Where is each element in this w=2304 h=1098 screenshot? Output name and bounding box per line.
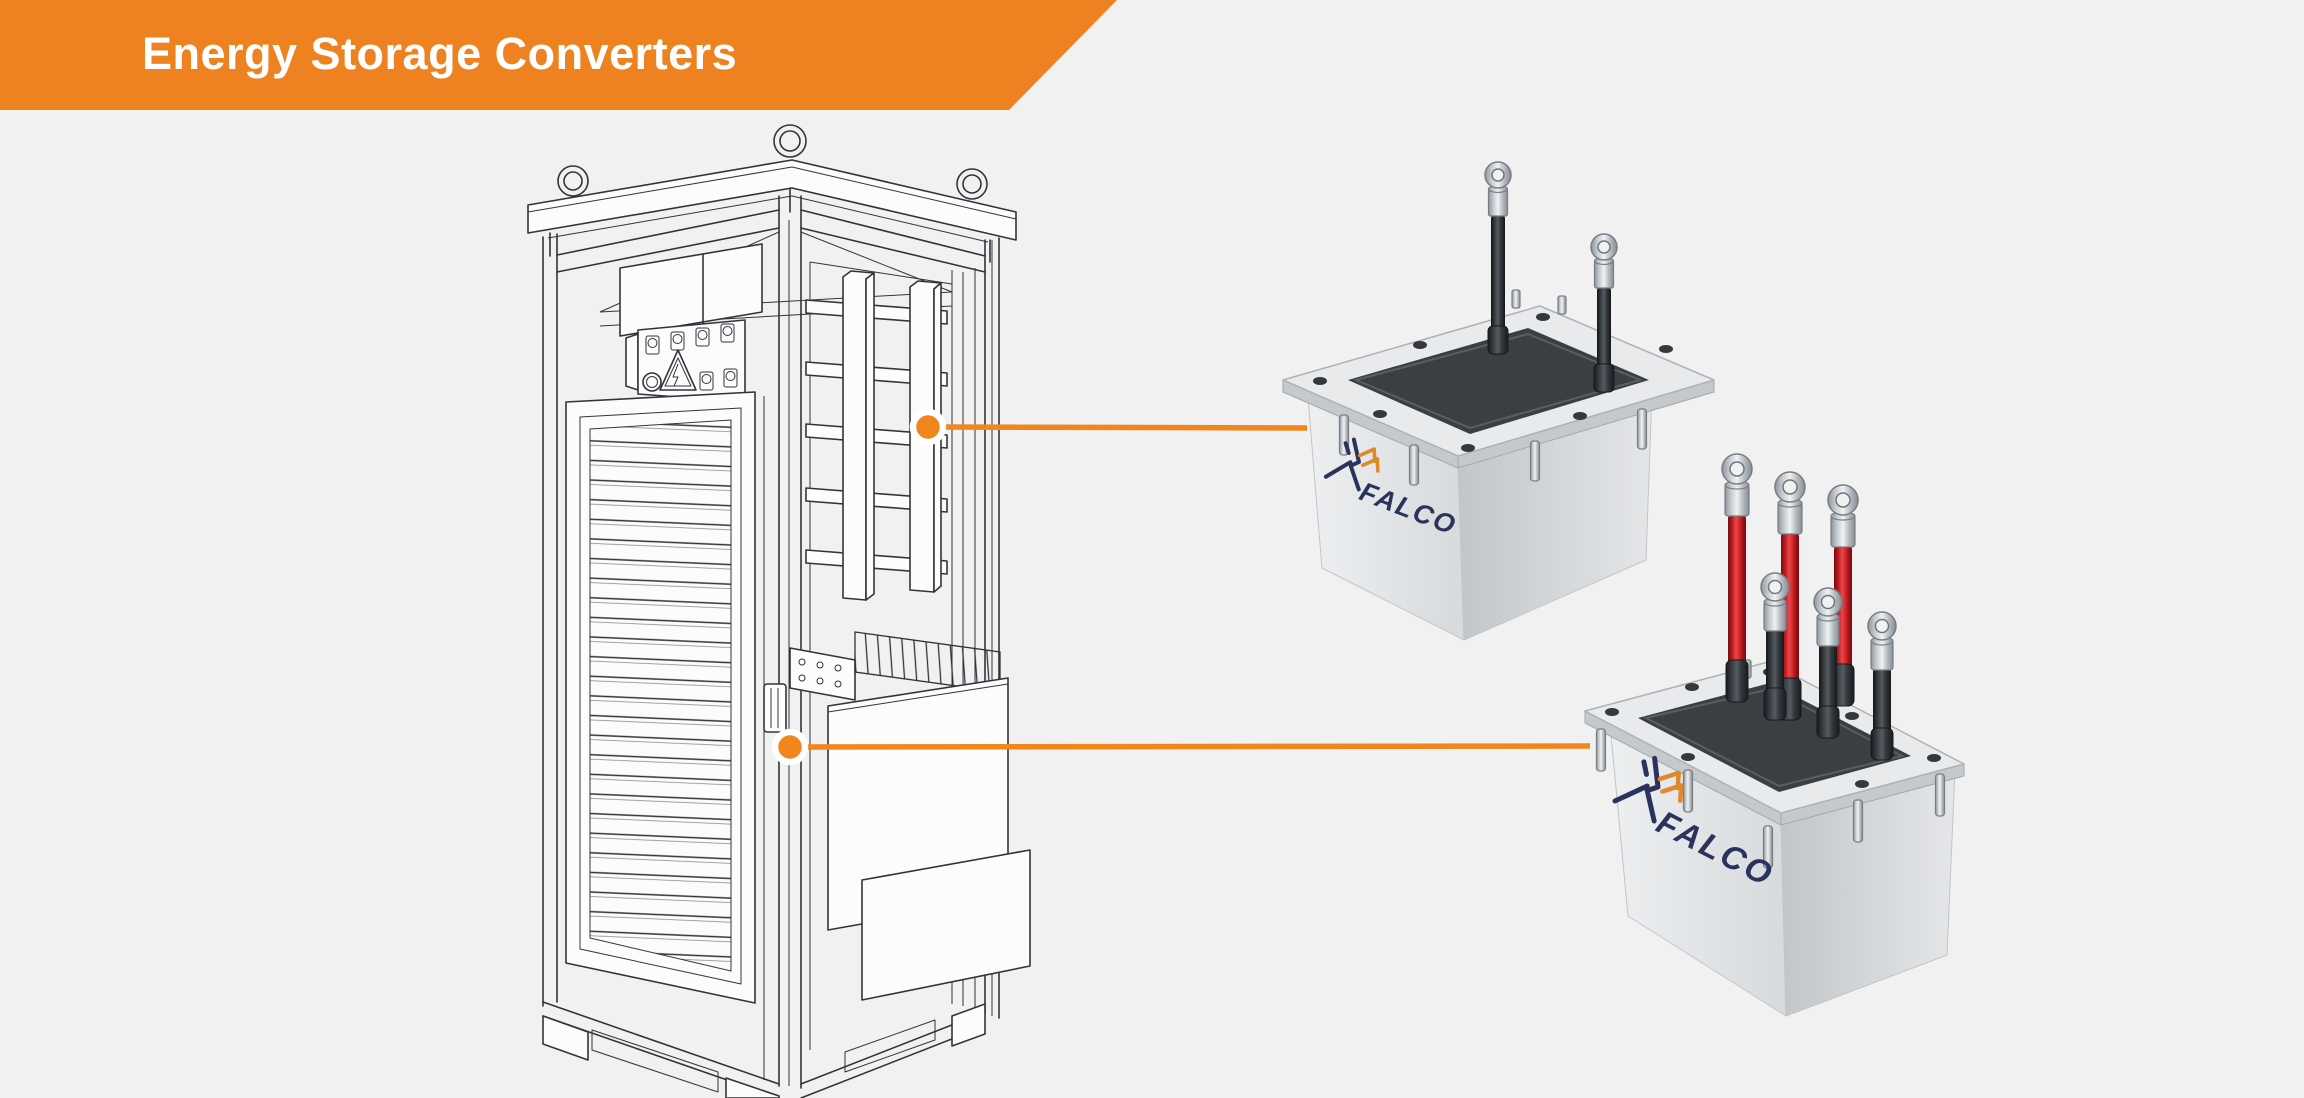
product-converter-block-2pole: FALCO [1282,161,1715,641]
panel-knob [642,372,662,392]
ring-terminal [1774,471,1806,503]
cable-black [1590,233,1618,393]
falco-icon [1323,437,1380,492]
lifting-eye-icon [773,124,807,158]
callouts [771,408,1591,766]
ring-terminal [1760,572,1790,602]
cable-red [1774,471,1806,721]
pallet-base [542,1001,986,1098]
busbar-column [842,270,875,601]
cable-black [1867,611,1897,761]
flange-bolt [1338,289,1648,486]
ring-terminal [1827,484,1859,516]
product-converter-block-6pole: FALCO [1584,453,1965,1017]
title-banner: Energy Storage Converters [0,0,1117,110]
warning-triangle-icon [659,349,697,391]
ring-terminal [1721,453,1753,485]
ring-terminal [1867,611,1897,641]
cabinet-drawing [527,124,1031,1098]
ring-terminal [1813,587,1843,617]
upper-compartment-boxes [619,243,763,337]
callout-dot-2 [771,728,809,766]
cable-black [1484,161,1512,355]
cable-black [1813,587,1843,739]
cable-red [1721,453,1753,703]
cabinet-roof [527,159,1017,263]
control-panel [625,319,746,403]
door-handle [763,683,787,733]
top-plate-rim [1643,687,1905,788]
lifting-eye-icon [956,168,988,200]
ring-terminal [1590,233,1618,261]
panel-bolt [645,323,738,391]
lower-compartment-boxes [827,677,1031,1001]
page-title: Energy Storage Converters [142,28,738,79]
falco-icon [1612,755,1684,824]
top-plate [1638,683,1911,792]
ring-terminal [1484,161,1512,189]
cable-red [1827,484,1859,707]
right-compartment [789,261,1031,1050]
callout-line-1 [939,424,1308,431]
heatsink-module [789,631,1001,701]
cable-black [1760,572,1790,721]
callout-line-2 [801,743,1591,750]
lifting-eye-icon [557,165,589,197]
callout-dot-1 [909,408,947,446]
flange-bolt-hole [1313,313,1673,452]
louvered-door [565,391,787,1004]
